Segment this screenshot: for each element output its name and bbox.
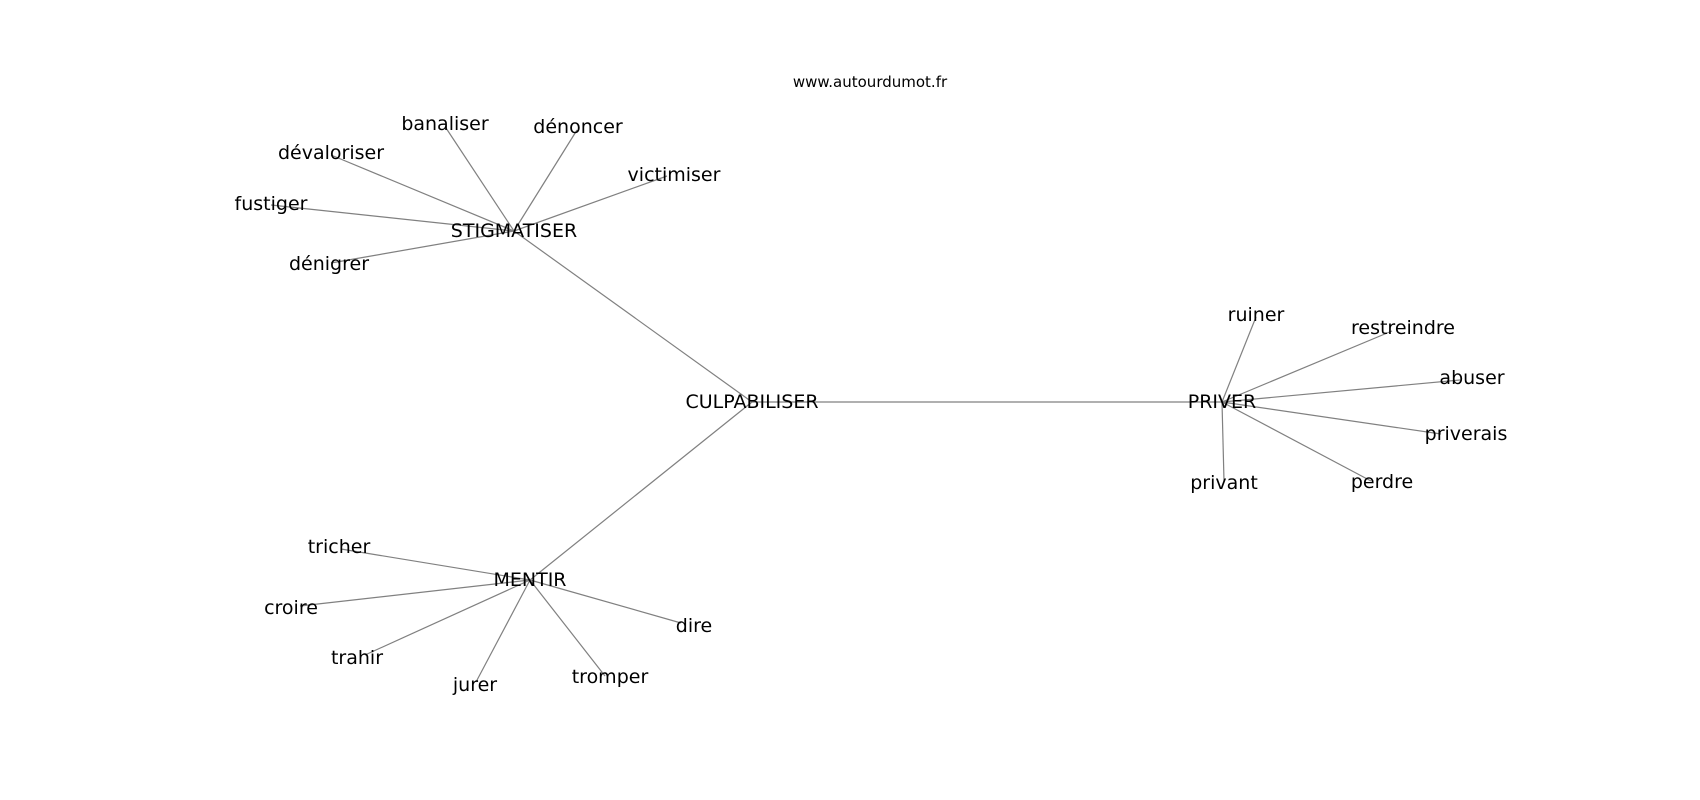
edge-hub-to-leaf: [1221, 401, 1372, 482]
edge-hub-to-leaf: [1221, 401, 1225, 482]
edge-hub-to-leaf: [445, 127, 515, 232]
hub-node-label: STIGMATISER: [451, 220, 577, 242]
leaf-node-label: victimiser: [628, 164, 721, 186]
edge-hub-to-leaf: [330, 154, 515, 232]
edge-hub-to-leaf: [330, 230, 515, 264]
leaf-node-label: tricher: [308, 536, 371, 558]
edge-center-to-hub: [529, 401, 753, 581]
leaf-node-label: privant: [1190, 472, 1258, 494]
edge-hub-to-leaf: [1221, 330, 1393, 403]
leaf-node-label: dénigrer: [289, 253, 369, 275]
leaf-node-label: tromper: [572, 666, 649, 688]
leaf-node-label: jurer: [452, 674, 497, 696]
edge-hub-to-leaf: [340, 548, 531, 581]
hub-node-label: PRIVER: [1188, 391, 1256, 413]
edge-hub-to-leaf: [529, 579, 606, 677]
leaf-node-label: ruiner: [1228, 304, 1285, 326]
leaf-node-label: croire: [264, 597, 318, 619]
edge-hub-to-leaf: [270, 204, 515, 232]
leaf-node-label: priverais: [1425, 423, 1508, 445]
edge-center-to-hub: [513, 230, 753, 403]
graph-edges: [270, 127, 1461, 683]
leaf-node-label: dévaloriser: [278, 142, 384, 164]
leaf-node-label: dire: [676, 615, 712, 637]
leaf-node-label: restreindre: [1351, 317, 1455, 339]
leaf-node-label: abuser: [1439, 367, 1504, 389]
edge-hub-to-leaf: [513, 175, 668, 232]
edge-hub-to-leaf: [513, 129, 578, 232]
site-url-label: www.autourdumot.fr: [793, 73, 948, 91]
leaf-node-label: trahir: [331, 647, 383, 669]
leaf-node-label: perdre: [1351, 471, 1413, 493]
edge-hub-to-leaf: [475, 579, 531, 683]
hub-node-label: MENTIR: [493, 569, 566, 591]
edge-hub-to-leaf: [1221, 316, 1257, 403]
graph-labels: CULPABILISER STIGMATISER banaliser dénoncer…: [235, 113, 1508, 696]
leaf-node-label: fustiger: [235, 193, 308, 215]
edge-hub-to-leaf: [364, 579, 531, 656]
center-node-label: CULPABILISER: [685, 391, 818, 413]
edge-hub-to-leaf: [299, 579, 531, 607]
leaf-node-label: dénoncer: [533, 116, 623, 138]
edge-hub-to-leaf: [1221, 379, 1461, 403]
edge-hub-to-leaf: [529, 579, 682, 624]
edge-hub-to-leaf: [1221, 401, 1442, 435]
leaf-node-label: banaliser: [401, 113, 489, 135]
